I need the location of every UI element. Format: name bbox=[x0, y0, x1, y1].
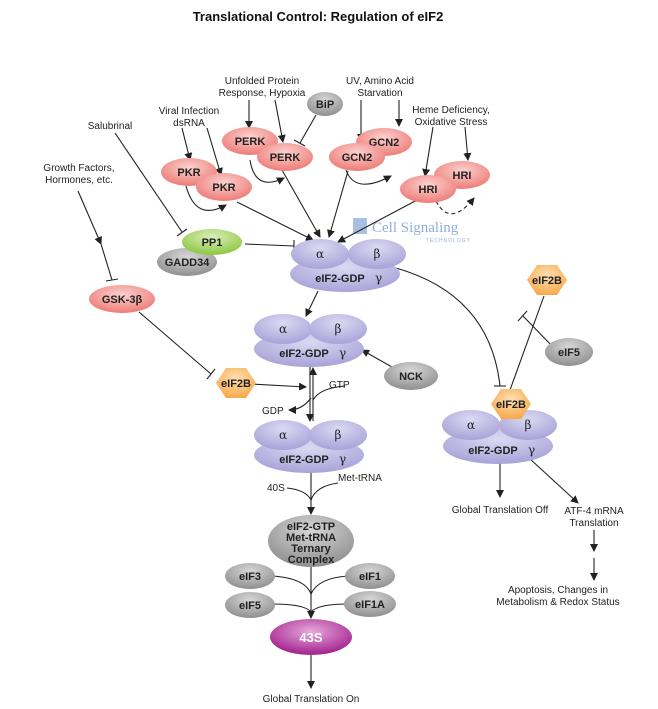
eif1-label: eIF1 bbox=[359, 571, 381, 583]
unfolded-protein-label-1: Unfolded Protein bbox=[225, 76, 300, 87]
pkr-label-1: PKR bbox=[177, 167, 200, 179]
perk-label-2: PERK bbox=[270, 152, 301, 164]
pathway-connectors bbox=[77, 99, 598, 689]
uv-starvation-label-1: UV, Amino Acid bbox=[346, 76, 414, 87]
diagram-title: Translational Control: Regulation of eIF… bbox=[193, 9, 444, 24]
eif2b-top-right: eIF2B bbox=[527, 265, 567, 295]
gsk3b-label: GSK-3β bbox=[102, 294, 143, 306]
apoptosis-label-1: Apoptosis, Changes in bbox=[508, 585, 608, 596]
bip-node: BiP bbox=[307, 92, 343, 116]
s43-node: 43S bbox=[270, 619, 352, 655]
gcn2-node-2: GCN2 bbox=[329, 143, 385, 171]
heme-deficiency-label-1: Heme Deficiency, bbox=[412, 105, 490, 116]
eif3-label: eIF3 bbox=[239, 571, 261, 583]
growth-factors-label-2: Hormones, etc. bbox=[45, 175, 113, 186]
growth-factors-label-1: Growth Factors, bbox=[43, 163, 114, 174]
uv-starvation-label-2: Starvation bbox=[357, 88, 402, 99]
eif5-right-label: eIF5 bbox=[558, 347, 580, 359]
eif2-top-gdp-label: eIF2-GDP bbox=[315, 273, 365, 285]
eif2b-right-bound: eIF2B bbox=[491, 389, 531, 419]
hri-node-1: HRI bbox=[400, 175, 456, 203]
gadd34-label: GADD34 bbox=[165, 257, 211, 269]
eif2-second-gdp-label: eIF2-GDP bbox=[279, 348, 329, 360]
gsk3b-node: GSK-3β bbox=[89, 285, 155, 313]
eif2-right-gdp-label: eIF2-GDP bbox=[468, 445, 518, 457]
hri-label-2: HRI bbox=[453, 170, 472, 182]
heme-deficiency-label-2: Oxidative Stress bbox=[415, 117, 488, 128]
viral-infection-label-2: dsRNA bbox=[173, 118, 205, 129]
perk-label-1: PERK bbox=[235, 136, 266, 148]
eif2-top-gamma: γ bbox=[375, 271, 382, 285]
eif2b-top-right-label: eIF2B bbox=[532, 275, 562, 287]
eif2-top-alpha: α bbox=[316, 247, 324, 261]
eif2-right-beta: β bbox=[525, 418, 532, 432]
hri-label-1: HRI bbox=[419, 184, 438, 196]
eif2b-left: eIF2B bbox=[216, 368, 256, 398]
gcn2-label-1: GCN2 bbox=[369, 137, 400, 149]
eif2-third-alpha: α bbox=[279, 428, 287, 442]
perk-node-2: PERK bbox=[257, 143, 313, 171]
eif2-top-beta: β bbox=[374, 247, 381, 261]
atf4-label-1: ATF-4 mRNA bbox=[564, 506, 624, 517]
gdp-label: GDP bbox=[262, 406, 284, 417]
eif2-second-alpha: α bbox=[279, 322, 287, 336]
eif5-bottom-node: eIF5 bbox=[225, 592, 275, 618]
eif1-node: eIF1 bbox=[345, 563, 395, 589]
eif2-right-alpha: α bbox=[467, 418, 475, 432]
eif2-complex-right: α β eIF2-GDP γ bbox=[442, 410, 557, 464]
pp1-node: PP1 bbox=[182, 229, 242, 255]
phosphatase-nodes: GADD34 PP1 bbox=[157, 229, 242, 276]
unfolded-protein-label-2: Response, Hypoxia bbox=[219, 88, 306, 99]
met-trna-label: Met-tRNA bbox=[338, 473, 382, 484]
eif2-complex-top: α β eIF2-GDP γ bbox=[290, 239, 406, 292]
eif2-third-gamma: γ bbox=[339, 452, 346, 466]
pp1-label: PP1 bbox=[202, 237, 223, 249]
gcn2-label-2: GCN2 bbox=[342, 152, 373, 164]
eif5-bottom-label: eIF5 bbox=[239, 600, 261, 612]
global-translation-off-label: Global Translation Off bbox=[452, 505, 549, 516]
watermark-sub: TECHNOLOGY bbox=[426, 238, 471, 244]
watermark-name: Cell Signaling bbox=[372, 220, 459, 236]
ternary-line-4: Complex bbox=[288, 554, 335, 566]
global-translation-on-label: Global Translation On bbox=[263, 694, 360, 705]
atf4-label-2: Translation bbox=[569, 518, 618, 529]
kinase-nodes: PKR PKR PERK PERK BiP GCN2 GCN2 HRI bbox=[89, 92, 490, 313]
eif2-second-beta: β bbox=[335, 322, 342, 336]
ternary-line-2: Met-tRNA bbox=[286, 532, 336, 544]
watermark-logo-icon bbox=[353, 218, 367, 234]
eif2-right-gamma: γ bbox=[528, 443, 535, 457]
apoptosis-label-2: Metabolism & Redox Status bbox=[496, 597, 619, 608]
eif2-second-gamma: γ bbox=[339, 346, 346, 360]
eif5-right-node: eIF5 bbox=[545, 338, 593, 366]
ternary-line-3: Ternary bbox=[291, 543, 331, 555]
eif2-complex-third: α β eIF2-GDP γ bbox=[254, 420, 367, 473]
s40-label: 40S bbox=[267, 483, 285, 494]
nck-label: NCK bbox=[399, 371, 423, 383]
nck-node: NCK bbox=[384, 362, 438, 390]
bip-label: BiP bbox=[316, 99, 334, 111]
salubrinal-label: Salubrinal bbox=[88, 121, 132, 132]
eif2b-right-bound-label: eIF2B bbox=[496, 399, 526, 411]
ternary-line-1: eIF2-GTP bbox=[287, 521, 335, 533]
ternary-complex-node: eIF2-GTP Met-tRNA Ternary Complex bbox=[268, 515, 354, 567]
viral-infection-label-1: Viral Infection bbox=[159, 106, 219, 117]
eif2-complex-second: α β eIF2-GDP γ bbox=[254, 314, 367, 367]
stimulus-labels: Growth Factors, Hormones, etc. Salubrina… bbox=[43, 76, 489, 186]
eif1a-node: eIF1A bbox=[344, 591, 396, 617]
eif1a-label: eIF1A bbox=[355, 599, 385, 611]
gtp-label: GTP bbox=[329, 380, 350, 391]
eif2-third-beta: β bbox=[335, 428, 342, 442]
gadd34-node: GADD34 bbox=[157, 248, 217, 276]
eif3-node: eIF3 bbox=[225, 563, 275, 589]
pkr-node-2: PKR bbox=[196, 173, 252, 201]
eif2b-left-label: eIF2B bbox=[221, 378, 251, 390]
pkr-label-2: PKR bbox=[212, 182, 235, 194]
cell-signaling-watermark: Cell Signaling TECHNOLOGY bbox=[353, 218, 471, 244]
s43-label: 43S bbox=[299, 630, 322, 645]
eif2-third-gdp-label: eIF2-GDP bbox=[279, 454, 329, 466]
